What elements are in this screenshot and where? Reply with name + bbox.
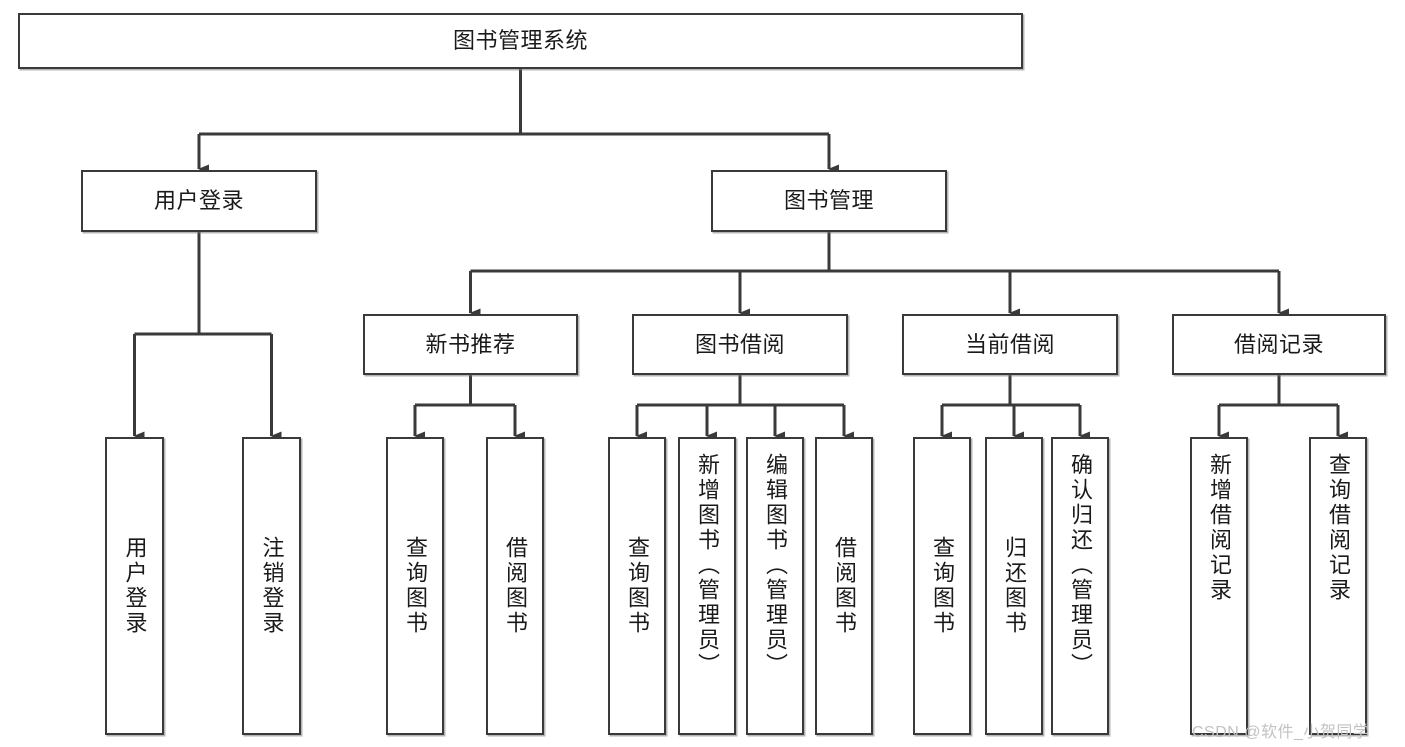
node-label: 借阅图书: [503, 536, 528, 636]
node-label: 确认归还（管理员）: [1068, 453, 1093, 678]
node-label: 图书管理: [783, 188, 874, 214]
node-root[interactable]: 图书管理系统: [18, 13, 1023, 69]
node-borrow[interactable]: 图书借阅: [632, 314, 848, 375]
node-label: 当前借阅: [964, 331, 1055, 357]
node-newrec[interactable]: 新书推荐: [363, 314, 578, 375]
node-label: 新书推荐: [425, 331, 516, 357]
watermark-text: CSDN @软件_小贺同学: [1192, 724, 1370, 741]
node-l3[interactable]: 查询图书: [386, 437, 444, 735]
node-label: 归还图书: [1002, 536, 1027, 636]
node-l4[interactable]: 借阅图书: [486, 437, 544, 735]
node-label: 编辑图书（管理员）: [763, 453, 788, 678]
node-label: 注销登录: [259, 536, 285, 636]
node-current[interactable]: 当前借阅: [902, 314, 1118, 375]
node-l10[interactable]: 归还图书: [985, 437, 1043, 735]
wire-group: [133, 69, 1348, 441]
node-label: 用户登录: [153, 188, 244, 214]
node-l8[interactable]: 借阅图书: [815, 437, 873, 735]
node-l7[interactable]: 编辑图书（管理员）: [746, 437, 804, 735]
node-l2[interactable]: 注销登录: [242, 437, 301, 735]
node-label: 借阅图书: [832, 536, 857, 636]
node-l5[interactable]: 查询图书: [608, 437, 666, 735]
node-label: 查询图书: [625, 536, 650, 636]
node-label: 新增图书（管理员）: [695, 453, 720, 678]
node-label: 查询借阅记录: [1326, 453, 1351, 603]
node-label: 用户登录: [122, 536, 148, 636]
node-l11[interactable]: 确认归还（管理员）: [1051, 437, 1109, 735]
node-label: 图书管理系统: [452, 28, 588, 54]
node-l6[interactable]: 新增图书（管理员）: [678, 437, 736, 735]
node-bookmg[interactable]: 图书管理: [711, 170, 947, 232]
node-l1[interactable]: 用户登录: [105, 437, 164, 735]
node-label: 查询图书: [930, 536, 955, 636]
node-l9[interactable]: 查询图书: [913, 437, 971, 735]
node-l12[interactable]: 新增借阅记录: [1190, 437, 1248, 735]
node-login[interactable]: 用户登录: [81, 170, 317, 232]
node-label: 查询图书: [403, 536, 428, 636]
node-record[interactable]: 借阅记录: [1172, 314, 1386, 375]
node-label: 图书借阅: [694, 331, 785, 357]
node-l13[interactable]: 查询借阅记录: [1309, 437, 1367, 735]
node-label: 借阅记录: [1233, 331, 1324, 357]
node-label: 新增借阅记录: [1207, 453, 1232, 603]
